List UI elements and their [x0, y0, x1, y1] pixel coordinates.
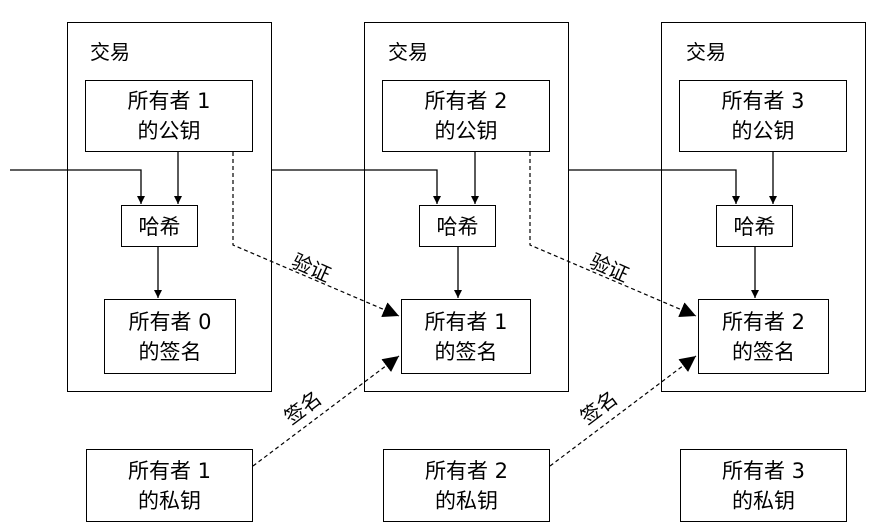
pubkey-line-1: 所有者 2	[424, 89, 508, 113]
hash-box-2: 哈希	[716, 205, 793, 247]
pubkey-line-1: 所有者 3	[721, 89, 805, 113]
chain-line-0-1	[272, 169, 441, 204]
private-key-line-1: 所有者 2	[424, 458, 509, 483]
signature-line-2: 的签名	[434, 339, 498, 364]
pubkey-line-2: 的公钥	[434, 119, 498, 143]
private-key-box-0: 所有者 1 的私钥	[86, 449, 253, 522]
sign-arrow-1	[549, 355, 697, 467]
hash-box-1: 哈希	[419, 205, 496, 247]
private-key-line-2: 的私钥	[138, 488, 201, 513]
private-key-box-2: 所有者 3 的私钥	[680, 449, 847, 522]
private-key-box-1: 所有者 2 的私钥	[383, 449, 550, 522]
signature-box-0: 所有者 0 的签名	[104, 299, 236, 374]
pubkey-line-1: 所有者 1	[127, 89, 211, 113]
signature-box-2: 所有者 2 的签名	[698, 299, 829, 374]
transaction-title-1: 交易	[388, 40, 428, 64]
transaction-title-0: 交易	[90, 40, 130, 64]
signature-line-2: 的签名	[732, 339, 795, 364]
signature-line-2: 的签名	[138, 339, 202, 364]
transaction-title-2: 交易	[686, 40, 726, 64]
private-key-line-1: 所有者 3	[721, 458, 806, 483]
private-key-line-2: 的私钥	[435, 488, 498, 513]
verify-arrow-1	[529, 152, 697, 318]
pubkey-box-1: 所有者 2 的公钥	[382, 80, 550, 152]
private-key-line-2: 的私钥	[732, 488, 795, 513]
signature-box-1: 所有者 1 的签名	[401, 299, 531, 374]
private-key-line-1: 所有者 1	[127, 458, 212, 483]
chain-line-in	[10, 169, 145, 204]
signature-line-1: 所有者 1	[424, 309, 508, 334]
pubkey-line-2: 的公钥	[137, 119, 201, 143]
pubkey-box-0: 所有者 1 的公钥	[85, 80, 253, 152]
pubkey-box-2: 所有者 3 的公钥	[679, 80, 847, 152]
signature-line-1: 所有者 2	[721, 309, 806, 334]
sign-arrow-0	[252, 355, 400, 467]
pubkey-line-2: 的公钥	[731, 119, 795, 143]
chain-line-1-2	[569, 169, 740, 204]
signature-line-1: 所有者 0	[128, 309, 212, 334]
verify-arrow-0	[232, 152, 400, 318]
hash-box-0: 哈希	[121, 205, 198, 247]
